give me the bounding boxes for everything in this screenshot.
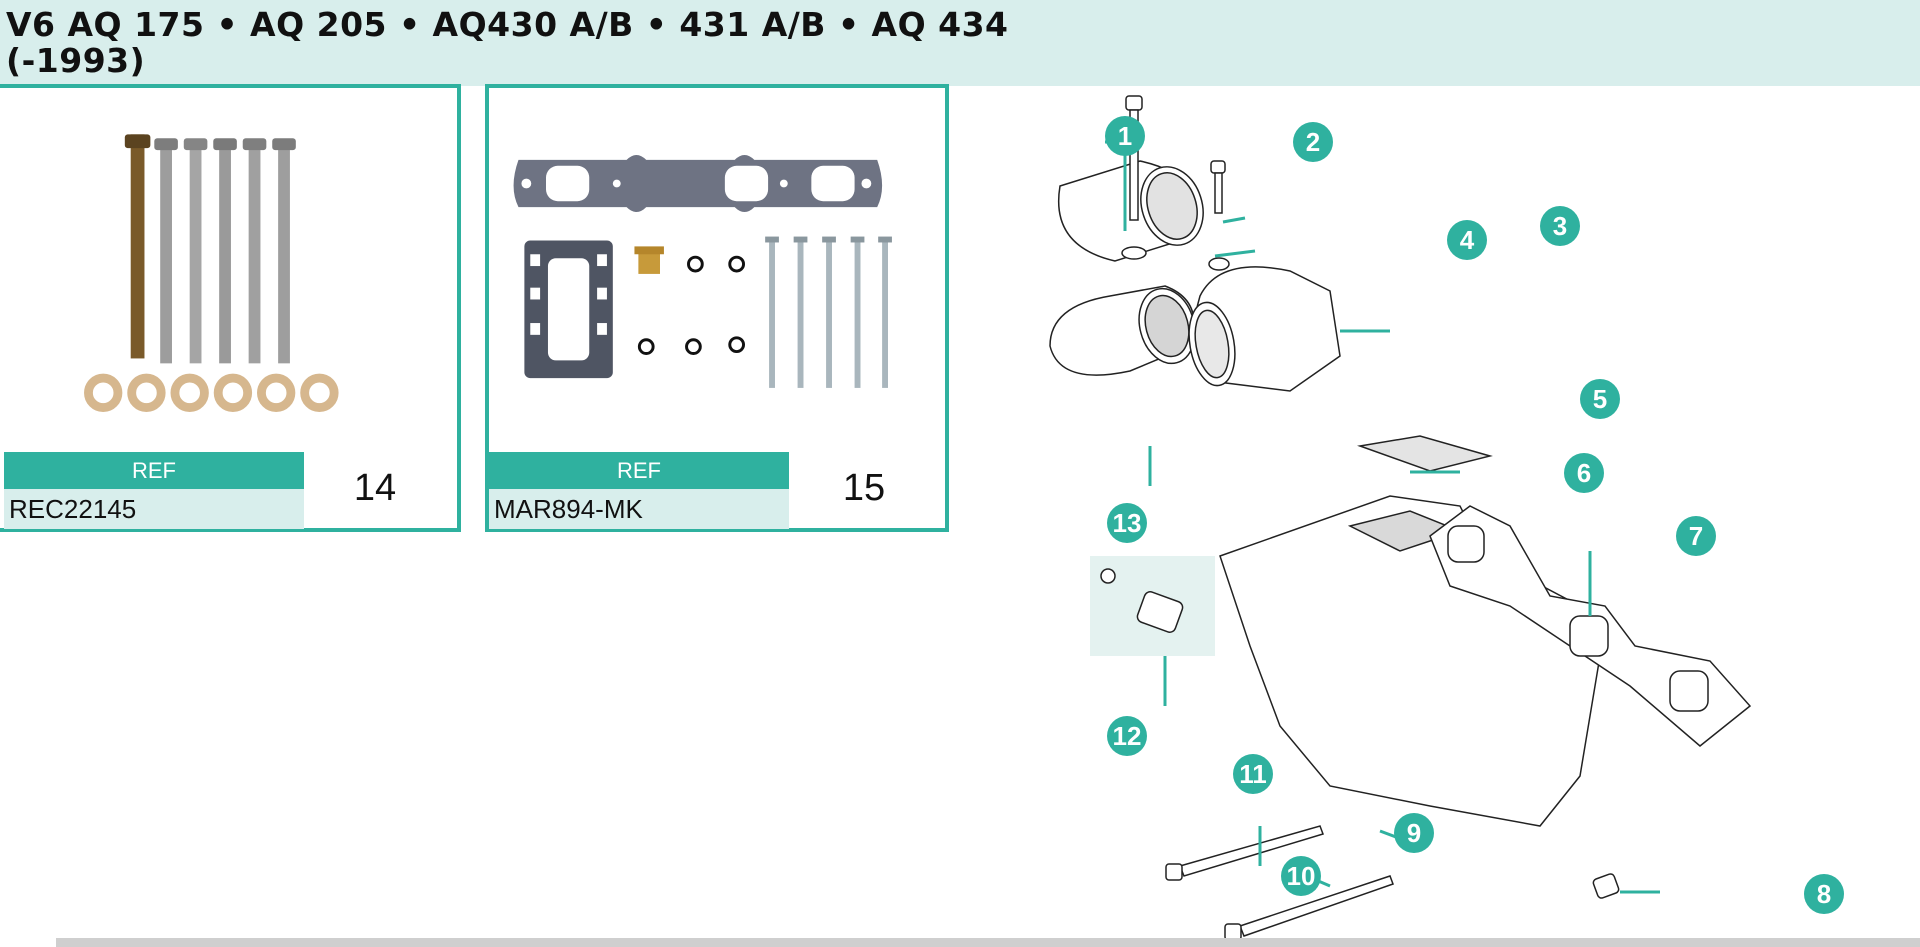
svg-text:4: 4 bbox=[1460, 225, 1475, 255]
ref-label: REF bbox=[489, 452, 789, 489]
svg-text:13: 13 bbox=[1113, 508, 1142, 538]
ref-code[interactable]: MAR894-MK bbox=[489, 489, 789, 529]
callout-11: 11 bbox=[1233, 754, 1273, 794]
manifold-gasket bbox=[513, 155, 883, 212]
bolts-washers-photo bbox=[84, 134, 339, 412]
svg-text:1: 1 bbox=[1118, 121, 1132, 151]
ref-label: REF bbox=[4, 452, 304, 489]
callout-2: 2 bbox=[1293, 122, 1333, 162]
page-subtitle: (-1993) bbox=[6, 41, 146, 80]
diagram-lines bbox=[1049, 95, 1752, 941]
svg-text:8: 8 bbox=[1817, 879, 1831, 909]
washer-set bbox=[84, 373, 339, 412]
page-title: V6 AQ 175 • AQ 205 • AQ430 A/B • 431 A/B… bbox=[6, 5, 1009, 44]
exploded-parts-diagram: 1 2 3 4 5 6 7 8 9 10 11 12 13 bbox=[1049, 95, 1844, 941]
svg-text:2: 2 bbox=[1306, 127, 1320, 157]
gasket-kit-photo bbox=[513, 155, 892, 388]
o-rings bbox=[637, 255, 746, 355]
callout-6: 6 bbox=[1564, 453, 1604, 493]
page-header: V6 AQ 175 • AQ 205 • AQ430 A/B • 431 A/B… bbox=[0, 0, 1920, 86]
item-number: 15 bbox=[842, 467, 886, 509]
svg-text:12: 12 bbox=[1113, 721, 1142, 751]
long-bolts bbox=[765, 236, 892, 388]
svg-text:9: 9 bbox=[1407, 818, 1421, 848]
elbow-gasket bbox=[524, 240, 613, 379]
bottom-scroll-bar bbox=[56, 938, 1920, 947]
brass-fitting bbox=[634, 246, 664, 274]
callout-1: 1 bbox=[1105, 116, 1145, 156]
callout-7: 7 bbox=[1676, 516, 1716, 556]
svg-text:7: 7 bbox=[1689, 521, 1703, 551]
callout-markers: 1 2 3 4 5 6 7 8 9 10 11 12 13 bbox=[1105, 116, 1844, 914]
callout-3: 3 bbox=[1540, 206, 1580, 246]
svg-text:10: 10 bbox=[1287, 861, 1316, 891]
callout-4: 4 bbox=[1447, 220, 1487, 260]
callout-8: 8 bbox=[1804, 874, 1844, 914]
callout-13: 13 bbox=[1107, 503, 1147, 543]
product-card-14[interactable]: REF REC22145 14 bbox=[0, 84, 461, 532]
ref-code[interactable]: REC22145 bbox=[4, 489, 304, 529]
svg-text:6: 6 bbox=[1577, 458, 1591, 488]
bolt-set bbox=[124, 134, 296, 364]
svg-text:3: 3 bbox=[1553, 211, 1567, 241]
callout-12: 12 bbox=[1107, 716, 1147, 756]
svg-text:11: 11 bbox=[1239, 759, 1267, 789]
svg-text:5: 5 bbox=[1593, 384, 1607, 414]
product-card-15[interactable]: REF MAR894-MK 15 bbox=[485, 84, 949, 532]
callout-5: 5 bbox=[1580, 379, 1620, 419]
item-number: 14 bbox=[353, 467, 397, 509]
callout-9: 9 bbox=[1394, 813, 1434, 853]
callout-10: 10 bbox=[1281, 856, 1321, 896]
